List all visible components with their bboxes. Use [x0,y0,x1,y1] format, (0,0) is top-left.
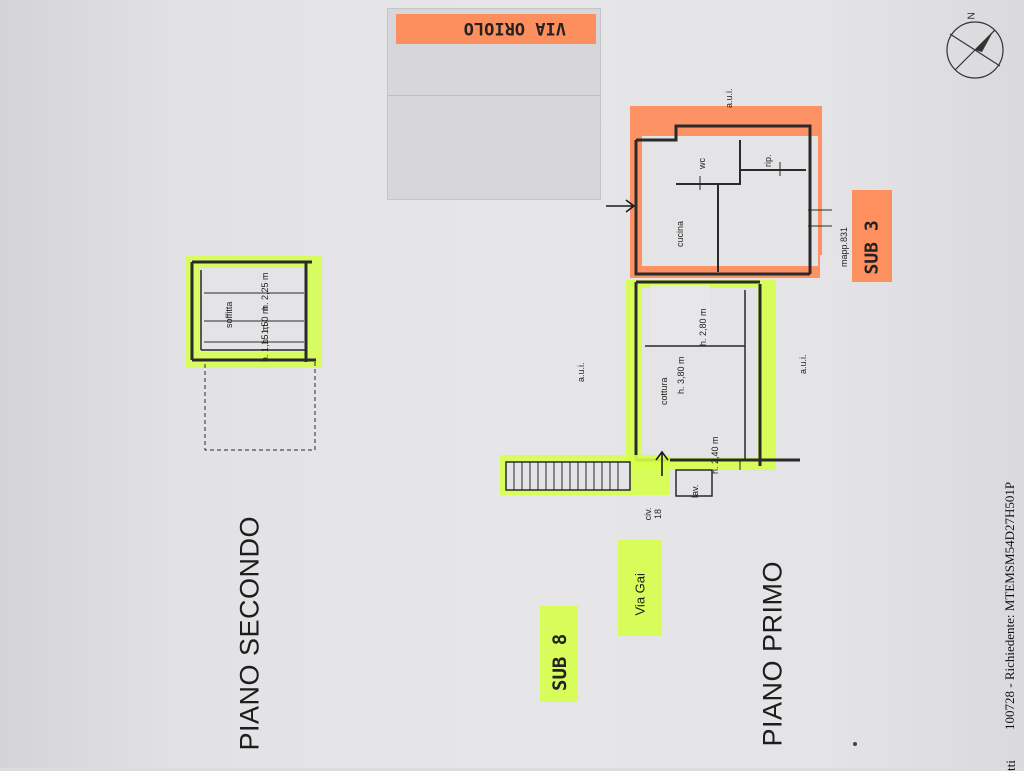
room-wc: wc [697,158,707,169]
entrance-arrow-icon [606,199,636,213]
stair-steps [513,462,619,490]
height-380: h. 3,80 m [676,356,686,394]
street-label-top: VIA ORIOLO [463,18,566,38]
paper-fold-line [388,95,600,96]
neighbor-unit-label: a.u.i. [798,354,808,374]
floor-label-first: PIANO PRIMO [757,560,788,747]
height-240: h. 2,40 m [710,436,720,474]
height-280: h. 2,80 m [698,308,708,346]
street-tag-highlight [618,540,662,636]
room-cucina: cucina [675,220,685,247]
civic-number: civ. 18 [643,507,663,521]
sub8-partitions [645,290,746,460]
room-cottura: cottura [659,377,669,405]
street-label-left: Via Gai [632,573,648,616]
neighbor-unit-label: a.u.i. [724,88,734,108]
room-soffitta: soffitta [224,301,234,328]
room-lav: lav. [690,484,700,498]
second-floor-plan [186,256,322,451]
footer-request: 100728 - Richiedente: MTEMSM54D27H501P [1002,481,1017,730]
sub3-tag-highlight [852,190,892,282]
second-floor-room [200,268,306,352]
lav-room [675,469,713,497]
sub8-tag-highlight [540,606,578,702]
photo-glare [650,285,710,345]
second-floor-dashed-outline [204,359,316,451]
sub8-walls [634,280,800,466]
mapp-label: mapp.831 [839,226,849,267]
dot-mark [853,742,857,746]
sub3-partitions [676,140,806,272]
sub8-tag: SUB 8 [549,633,571,691]
street-top-highlight [396,14,596,44]
height-115: h. 1,15 m [260,324,270,362]
room-rip: rip. [763,154,773,167]
sub3-interior [642,136,818,266]
compass-north-icon [946,21,1004,79]
neighbor-unit-label: a.u.i. [576,362,586,382]
compass-north-label: N [966,12,978,20]
entrance-arrow-icon [655,450,669,476]
sub3-tag: SUB 3 [861,220,883,275]
floor-label-second: PIANO SECONDO [234,515,265,751]
staircase [505,461,631,491]
sub3-walls [634,124,812,276]
